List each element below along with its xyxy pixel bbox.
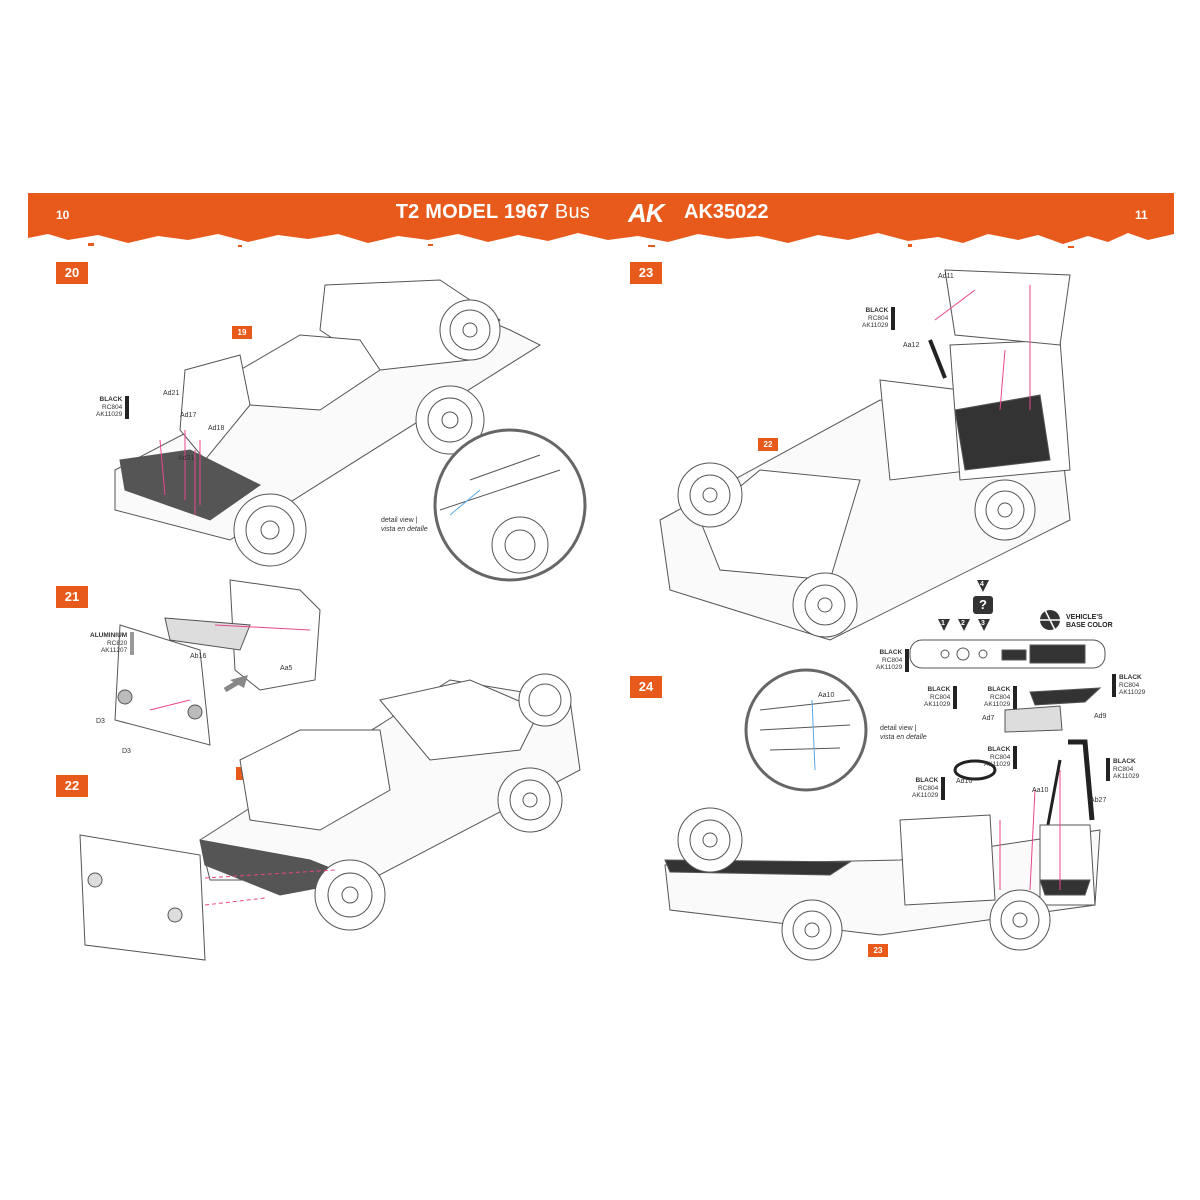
- paint-code: RC804: [102, 403, 123, 411]
- paint-name: BLACK: [1113, 758, 1136, 765]
- detail-view-es: vista en detalle: [880, 734, 927, 741]
- part-ad11: Ad11: [938, 273, 954, 280]
- paint-name: BLACK: [987, 686, 1011, 693]
- paint-code: AK11029: [924, 701, 951, 708]
- step21-parts: [114, 579, 321, 746]
- part-ad7: Ad7: [982, 715, 995, 722]
- paint-code: RC804: [990, 693, 1011, 701]
- step20-chassis: [114, 279, 542, 567]
- paint-code: RC804: [882, 656, 903, 664]
- marker-1: 1: [941, 620, 945, 627]
- paint-code: RC804: [990, 753, 1011, 761]
- part-aa12: Aa12: [903, 342, 920, 349]
- step22-chassis: [79, 673, 581, 961]
- base-color-line2: BASE COLOR: [1066, 622, 1113, 629]
- paint-code: AK11029: [1113, 773, 1140, 780]
- step24-dashboard: [909, 639, 1106, 831]
- step24-chassis: [664, 807, 1101, 961]
- header-band: [28, 193, 1174, 233]
- paint-code: RC804: [868, 314, 889, 322]
- detail-view-es: vista en detalle: [381, 526, 428, 533]
- ref-step-19: 19: [232, 326, 252, 339]
- title-bold: T2 MODEL 1967: [395, 201, 550, 223]
- paint-code: AK11029: [984, 701, 1011, 708]
- part-aa10-b: Aa10: [1032, 787, 1049, 794]
- page-number-right: 11: [1135, 208, 1148, 222]
- part-d3-a: D3: [96, 718, 105, 725]
- part-ad18: Ad18: [208, 425, 225, 432]
- detail-view-en: detail view |: [880, 725, 917, 732]
- paint-code: AK11207: [100, 647, 128, 654]
- paint-code: RC804: [930, 693, 951, 701]
- paint-code: AK11029: [912, 792, 939, 799]
- base-color-line1: VEHICLE'S: [1066, 614, 1103, 621]
- paint-code: AK11029: [984, 761, 1011, 768]
- paint-code: RC804: [1113, 765, 1134, 773]
- page-number-left: 10: [56, 208, 70, 222]
- paint-code: RC804: [1119, 681, 1140, 689]
- marker-4: 4: [980, 581, 984, 588]
- part-ab27: Ab27: [1090, 797, 1107, 804]
- paint-name: BLACK: [1119, 674, 1142, 681]
- part-ad9: Ad9: [1094, 713, 1107, 720]
- detail-view-label-step20: detail view | vista en detalle: [381, 516, 428, 534]
- detail-view-label-step24: detail view | vista en detalle: [880, 724, 927, 742]
- page-title: T2 MODEL 1967 Bus: [330, 201, 590, 224]
- step20-detail-circle: [433, 428, 587, 582]
- paint-name: BLACK: [879, 649, 903, 656]
- step-24-badge: 24: [630, 676, 662, 698]
- header-rough-edge: [28, 228, 1174, 248]
- step-20-badge: 20: [56, 262, 88, 284]
- paint-name: BLACK: [987, 746, 1011, 753]
- paint-name: BLACK: [915, 777, 939, 784]
- marker-3: 3: [981, 620, 985, 627]
- paint-code: AK11029: [1119, 689, 1146, 696]
- step-23-badge: 23: [630, 262, 662, 284]
- step-22-badge: 22: [56, 775, 88, 797]
- paint-code: AK11029: [862, 322, 889, 329]
- ak-logo: AK: [628, 198, 665, 228]
- part-aa10: Aa10: [818, 692, 835, 699]
- paint-markers: [938, 580, 1060, 631]
- step23-chassis: [659, 269, 1071, 641]
- paint-code: AK11029: [96, 411, 123, 418]
- part-aa5: Aa5: [280, 665, 293, 672]
- paint-name: BLACK: [99, 396, 123, 403]
- ref-step-23: 23: [868, 944, 888, 957]
- product-code: AK35022: [684, 201, 769, 223]
- part-ad31: Ad31: [178, 455, 195, 462]
- part-ad17: Ad17: [180, 412, 197, 419]
- detail-view-en: detail view |: [381, 517, 418, 524]
- part-ab16: Ab16: [190, 653, 207, 660]
- part-ad21: Ad21: [163, 390, 180, 397]
- paint-name: ALUMINIUM: [90, 632, 128, 639]
- step-21-badge: 21: [56, 586, 88, 608]
- paint-name: BLACK: [865, 307, 889, 314]
- paint-code: AK11029: [876, 664, 903, 671]
- question-icon: ?: [973, 596, 993, 614]
- paint-code: RC804: [918, 784, 939, 792]
- part-ad10: Ad10: [956, 778, 973, 785]
- ref-step-22: 22: [758, 438, 778, 451]
- paint-name: BLACK: [927, 686, 951, 693]
- paint-code: RC820: [106, 639, 128, 647]
- part-d3-b: D3: [122, 748, 131, 755]
- title-light: Bus: [554, 201, 590, 223]
- step24-detail-circle: [744, 668, 868, 792]
- marker-2: 2: [961, 620, 965, 627]
